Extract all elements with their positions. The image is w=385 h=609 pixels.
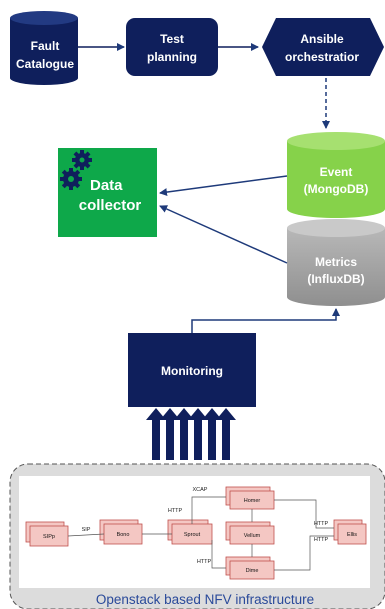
edge-sipp-bono xyxy=(67,533,105,537)
ansible-label-2: orchestratior xyxy=(285,50,359,64)
test-planning-label-2: planning xyxy=(147,50,197,64)
gear-icon xyxy=(72,150,92,170)
component-dime: Dime xyxy=(225,556,275,580)
edge-label-xcap: XCAP xyxy=(193,487,208,493)
edge-homer-ellis xyxy=(274,499,334,529)
metrics-label-1: Metrics xyxy=(315,255,357,269)
sipp-label: SIPp xyxy=(43,534,55,540)
edge-label-http-homer-ellis: HTTP xyxy=(314,521,329,527)
test-planning-node: Test planning xyxy=(126,18,218,76)
component-sprout: Sprout xyxy=(167,519,213,545)
component-bono: Bono xyxy=(99,519,143,545)
data-collector-node: Data collector xyxy=(58,148,157,237)
edge-sprout-dime xyxy=(211,540,226,569)
edge-label-sip: SIP xyxy=(82,527,91,533)
monitoring-label: Monitoring xyxy=(161,364,223,378)
data-collector-label-1: Data xyxy=(90,177,123,194)
arrow-monitoring-to-metrics xyxy=(191,308,340,333)
ellis-label: Ellis xyxy=(347,532,357,538)
fault-catalogue-label-1: Fault xyxy=(31,39,60,53)
edge-label-http-sprout-homer: HTTP xyxy=(168,508,183,514)
sprout-label: Sprout xyxy=(184,532,201,538)
arrow-metrics-to-collector xyxy=(159,205,288,264)
metrics-label-2: (InfluxDB) xyxy=(307,272,364,286)
homer-label: Homer xyxy=(244,498,261,504)
ansible-orchestrator-node: Ansible orchestratior xyxy=(262,18,384,76)
ansible-label-1: Ansible xyxy=(300,32,344,46)
event-mongodb-node: Event (MongoDB) xyxy=(287,132,385,218)
component-vellum: Vellum xyxy=(225,521,275,545)
metrics-influxdb-node: Metrics (InfluxDB) xyxy=(287,219,385,306)
vellum-label: Vellum xyxy=(244,533,261,539)
infra-caption: Openstack based NFV infrastructure xyxy=(96,592,314,607)
bono-label: Bono xyxy=(117,532,130,538)
gear-icon xyxy=(60,168,82,190)
event-label-2: (MongoDB) xyxy=(304,182,369,196)
arrow-icon xyxy=(146,408,236,460)
dime-label: Dime xyxy=(246,568,259,574)
edge-label-http-sprout-dime: HTTP xyxy=(197,559,212,565)
edge-dime-ellis xyxy=(274,535,334,571)
component-sipp: SIPp xyxy=(25,521,69,547)
edge-sprout-homer xyxy=(191,496,226,524)
edge-label-http-dime-ellis: HTTP xyxy=(314,537,329,543)
arrow-event-to-collector xyxy=(159,175,288,197)
event-label-1: Event xyxy=(320,165,353,179)
fault-catalogue-label-2: Catalogue xyxy=(16,57,74,71)
data-collector-label-2: collector xyxy=(79,197,142,214)
fault-catalogue-node: Fault Catalogue xyxy=(10,11,78,85)
test-planning-label-1: Test xyxy=(160,32,184,46)
component-homer: Homer xyxy=(225,486,275,510)
component-ellis: Ellis xyxy=(333,519,367,545)
monitoring-node: Monitoring xyxy=(128,333,256,407)
